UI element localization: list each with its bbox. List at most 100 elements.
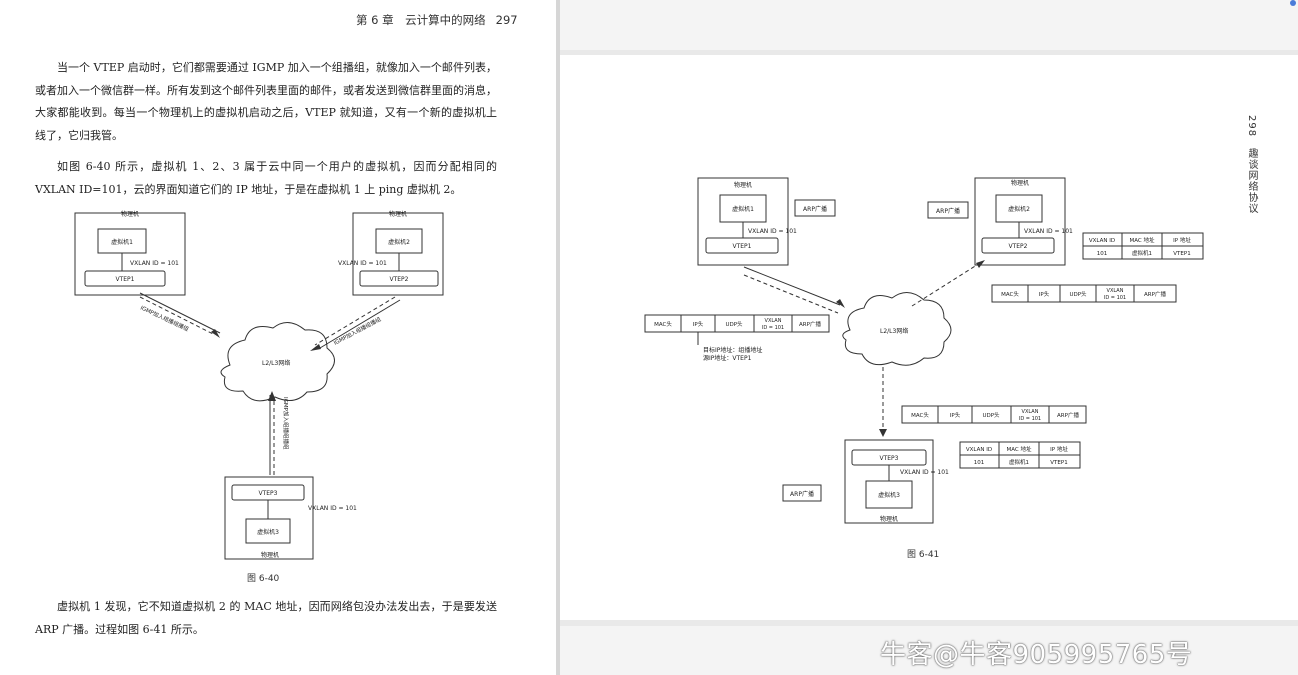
host2-box <box>352 212 444 296</box>
host2-label: 物理机 <box>389 210 407 218</box>
figure-caption-641: 图 6-41 <box>907 550 940 560</box>
r-table-2: VXLAN ID MAC 地址 IP 地址 101 虚拟机1 VTEP1 <box>959 441 1081 469</box>
r-arp-label-1: ARP广播 <box>803 205 827 213</box>
svg-text:MAC 地址: MAC 地址 <box>1130 236 1155 244</box>
vxlan-label-3: VXLAN ID = 101 <box>308 505 357 512</box>
svg-text:虚拟机1: 虚拟机1 <box>1132 249 1152 257</box>
page-divider <box>556 0 560 675</box>
r-table-1: VXLAN ID MAC 地址 IP 地址 101 虚拟机1 VTEP1 <box>1082 232 1204 260</box>
svg-text:VXLAN: VXLAN <box>1022 409 1039 415</box>
vxlan-label-2: VXLAN ID = 101 <box>338 260 387 267</box>
svg-text:VTEP1: VTEP1 <box>1050 460 1067 466</box>
scroll-indicator[interactable] <box>1290 0 1296 6</box>
r-vtep1-box <box>705 237 779 254</box>
r-arp-box-1 <box>794 199 836 217</box>
r-vxlan-label-2: VXLAN ID = 101 <box>1024 228 1073 235</box>
host1-label: 物理机 <box>121 210 139 218</box>
r-vtep2-label: VTEP2 <box>1009 243 1028 250</box>
svg-text:MAC头: MAC头 <box>1001 290 1019 298</box>
svg-text:ARP广播: ARP广播 <box>799 320 821 328</box>
cloud-label: L2/L3网络 <box>262 359 290 367</box>
vm1-label: 虚拟机1 <box>111 238 133 246</box>
r-vm3-box <box>865 480 913 509</box>
r-arp-box-3 <box>782 484 822 502</box>
svg-text:101: 101 <box>1097 251 1108 257</box>
paragraph-2: 如图 6-40 所示，虚拟机 1、2、3 属于云中同一个用户的虚拟机，因而分配相… <box>35 160 497 196</box>
vtep1-box <box>84 270 166 287</box>
svg-text:MAC 地址: MAC 地址 <box>1007 445 1032 453</box>
r-host2-box <box>974 177 1066 266</box>
r-arp-label-2: ARP广播 <box>936 207 960 215</box>
svg-text:VTEP1: VTEP1 <box>1173 251 1190 257</box>
r-vxlan-label-3: VXLAN ID = 101 <box>900 469 949 476</box>
vtep2-box <box>359 270 439 287</box>
svg-text:ARP广播: ARP广播 <box>1144 290 1166 298</box>
igmp-arrow-2 <box>314 296 396 346</box>
vtep3-label: VTEP3 <box>259 490 278 497</box>
svg-text:UDP头: UDP头 <box>982 411 1000 419</box>
svg-text:ID = 101: ID = 101 <box>762 325 784 331</box>
paragraph-3: 虚拟机 1 发现，它不知道虚拟机 2 的 MAC 地址，因而网络包没办法发出去，… <box>35 600 497 636</box>
viewer-top-strip <box>560 0 1298 50</box>
svg-text:VXLAN ID: VXLAN ID <box>1089 238 1115 244</box>
igmp-arrow-1 <box>139 296 216 336</box>
r-arp-label-3: ARP广播 <box>790 490 814 498</box>
vm2-label: 虚拟机2 <box>388 238 410 246</box>
r-host1-label: 物理机 <box>734 181 752 189</box>
igmp-label-3: IGMP加入组播组播组 <box>282 397 290 450</box>
r-vm3-label: 虚拟机3 <box>878 491 900 499</box>
r-cloud-network <box>842 292 952 366</box>
r-packet-3: MAC头 IP头 UDP头 VXLAN ID = 101 ARP广播 <box>901 405 1087 424</box>
svg-text:ARP广播: ARP广播 <box>1057 411 1079 419</box>
right-page: 物理机 虚拟机1 VXLAN ID = 101 VTEP1 ARP广播 物理机 … <box>560 55 1298 620</box>
svg-text:VXLAN ID: VXLAN ID <box>966 447 992 453</box>
vertical-book-title: 298 趣谈网络协议 <box>1246 115 1257 215</box>
r-packet-2: MAC头 IP头 UDP头 VXLAN ID = 101 ARP广播 <box>644 314 830 333</box>
host1-box <box>74 212 186 296</box>
svg-text:ID = 101: ID = 101 <box>1104 295 1126 301</box>
igmp-label-1: IGMP加入组播组播组 <box>139 304 190 334</box>
vtep2-label: VTEP2 <box>390 276 409 283</box>
r-vtep3-label: VTEP3 <box>880 455 899 462</box>
r-note-2: 源IP地址：VTEP1 <box>703 354 752 362</box>
svg-text:MAC头: MAC头 <box>911 411 929 419</box>
vxlan-label-1: VXLAN ID = 101 <box>130 260 179 267</box>
r-host2-label: 物理机 <box>1011 179 1029 187</box>
figure-6-40: 物理机 虚拟机1 VXLAN ID = 101 VTEP1 物理机 虚拟机2 V… <box>74 210 444 560</box>
r-vxlan-label-1: VXLAN ID = 101 <box>748 228 797 235</box>
vm3-box <box>245 518 291 544</box>
r-note-1: 目标IP地址：组播地址 <box>703 346 762 354</box>
cloud-network <box>220 322 335 402</box>
vtep1-label: VTEP1 <box>116 276 135 283</box>
svg-text:UDP头: UDP头 <box>1069 290 1087 298</box>
svg-text:IP头: IP头 <box>950 411 961 419</box>
svg-text:虚拟机1: 虚拟机1 <box>1009 458 1029 466</box>
paragraph-1: 当一个 VTEP 启动时，它们都需要通过 IGMP 加入一个组播组，就像加入一个… <box>35 61 497 142</box>
viewer-bottom-strip <box>560 626 1298 675</box>
chapter-title: 第 6 章 云计算中的网络 <box>356 13 486 27</box>
r-host3-box <box>844 439 934 524</box>
host3-box <box>224 476 314 560</box>
r-vm1-label: 虚拟机1 <box>732 205 754 213</box>
r-vm2-label: 虚拟机2 <box>1008 205 1030 213</box>
r-arrow-1 <box>743 266 841 306</box>
vm3-label: 虚拟机3 <box>257 528 279 536</box>
svg-text:UDP头: UDP头 <box>725 320 743 328</box>
r-host3-label: 物理机 <box>880 515 898 523</box>
r-vtep1-label: VTEP1 <box>733 243 752 250</box>
svg-text:IP 地址: IP 地址 <box>1173 236 1191 244</box>
figure-6-41: 物理机 虚拟机1 VXLAN ID = 101 VTEP1 ARP广播 物理机 … <box>644 177 1204 524</box>
svg-text:IP头: IP头 <box>1039 290 1050 298</box>
watermark: 牛客@牛客905995765号 <box>880 640 1193 670</box>
r-host1-box <box>697 177 789 266</box>
r-arp-box-2 <box>927 201 969 219</box>
svg-text:IP头: IP头 <box>693 320 704 328</box>
r-packet-1: MAC头 IP头 UDP头 VXLAN ID = 101 ARP广播 <box>991 284 1177 303</box>
svg-text:VXLAN: VXLAN <box>1107 288 1124 294</box>
svg-text:IP 地址: IP 地址 <box>1050 445 1068 453</box>
svg-text:VXLAN: VXLAN <box>765 318 782 324</box>
r-vtep2-box <box>981 237 1055 254</box>
figure-caption-640: 图 6-40 <box>247 574 280 584</box>
